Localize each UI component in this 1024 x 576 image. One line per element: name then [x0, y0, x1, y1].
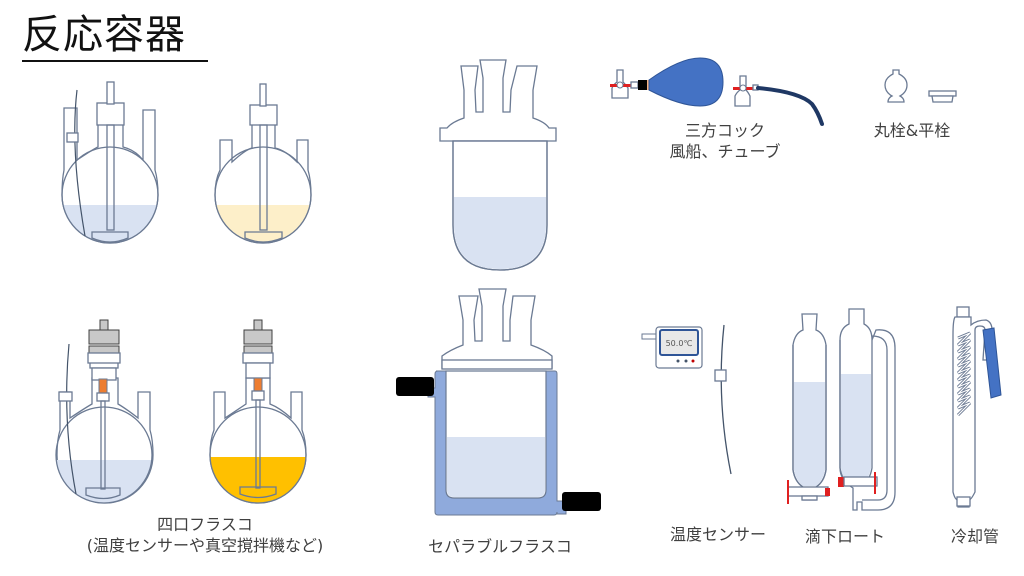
four-neck-flask-cream-top: [214, 83, 312, 244]
four-neck-flask-label-line1: 四口フラスコ: [157, 515, 253, 534]
condenser: [952, 306, 1002, 508]
three-way-cock-tube: [733, 75, 824, 126]
temperature-sensor-device: [641, 324, 732, 475]
dropping-funnel-label: 滴下ロート: [804, 527, 885, 546]
sensor-display-value: 50.0℃: [666, 339, 693, 348]
three-way-cock-label-line2: 風船、チューブ: [669, 142, 781, 161]
title-underline: [22, 60, 208, 62]
four-neck-flask-blue-top: [61, 81, 159, 244]
round-stopper: [884, 69, 908, 103]
four-neck-flask-blue-bottom: [55, 319, 154, 504]
separable-flask-plain: [439, 59, 557, 271]
three-way-cock-label-line1: 三方コック: [684, 121, 765, 140]
three-way-cock-label: 三方コック 風船、チューブ: [655, 120, 795, 162]
four-neck-flask-label-line2: (温度センサーや真空撹拌機など): [86, 536, 324, 555]
three-way-cock-balloon: [610, 57, 724, 107]
page-title: 反応容器: [22, 12, 186, 58]
dropping-funnel-simple: [787, 313, 830, 504]
temperature-sensor-label: 温度センサー: [669, 525, 766, 544]
separable-flask-jacketed: [396, 288, 601, 516]
stoppers-label: 丸栓&平栓: [873, 121, 951, 140]
dropping-funnel-pressure: [838, 308, 896, 511]
separable-flask-label: セパラブルフラスコ: [428, 537, 572, 556]
condenser-label: 冷却管: [950, 527, 999, 546]
four-neck-flask-label: 四口フラスコ (温度センサーや真空撹拌機など): [60, 514, 350, 556]
flat-stopper: [928, 90, 957, 103]
four-neck-flask-orange-bottom: [209, 319, 307, 504]
